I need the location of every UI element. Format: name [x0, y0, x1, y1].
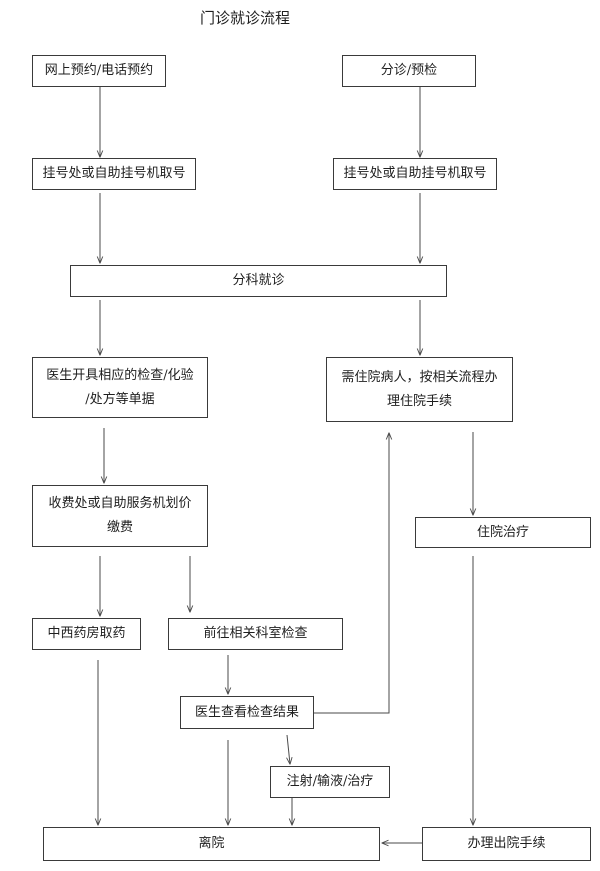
node-hospitalization: 需住院病人，按相关流程办 理住院手续	[326, 357, 513, 422]
node-registration-right: 挂号处或自助挂号机取号	[333, 158, 497, 190]
node-department-visit: 分科就诊	[70, 265, 447, 297]
node-review-results: 医生查看检查结果	[180, 696, 314, 729]
node-payment: 收费处或自助服务机划价 缴费	[32, 485, 208, 547]
diagram-title: 门诊就诊流程	[199, 9, 290, 27]
node-treatment: 注射/输液/治疗	[270, 766, 390, 798]
node-leave-hospital: 离院	[43, 827, 380, 861]
node-inpatient-treatment: 住院治疗	[415, 517, 591, 548]
node-pharmacy: 中西药房取药	[32, 618, 141, 650]
arrow-review-to-treatment	[287, 734, 290, 764]
node-discharge-procedure: 办理出院手续	[422, 827, 591, 861]
node-doctor-orders: 医生开具相应的检查/化验 /处方等单据	[32, 357, 208, 418]
node-triage: 分诊/预检	[342, 55, 476, 87]
arrow-review-to-hospitalization	[314, 433, 389, 714]
node-examination: 前往相关科室检查	[168, 618, 343, 650]
node-registration-left: 挂号处或自助挂号机取号	[32, 158, 196, 190]
node-online-booking: 网上预约/电话预约	[32, 55, 166, 87]
